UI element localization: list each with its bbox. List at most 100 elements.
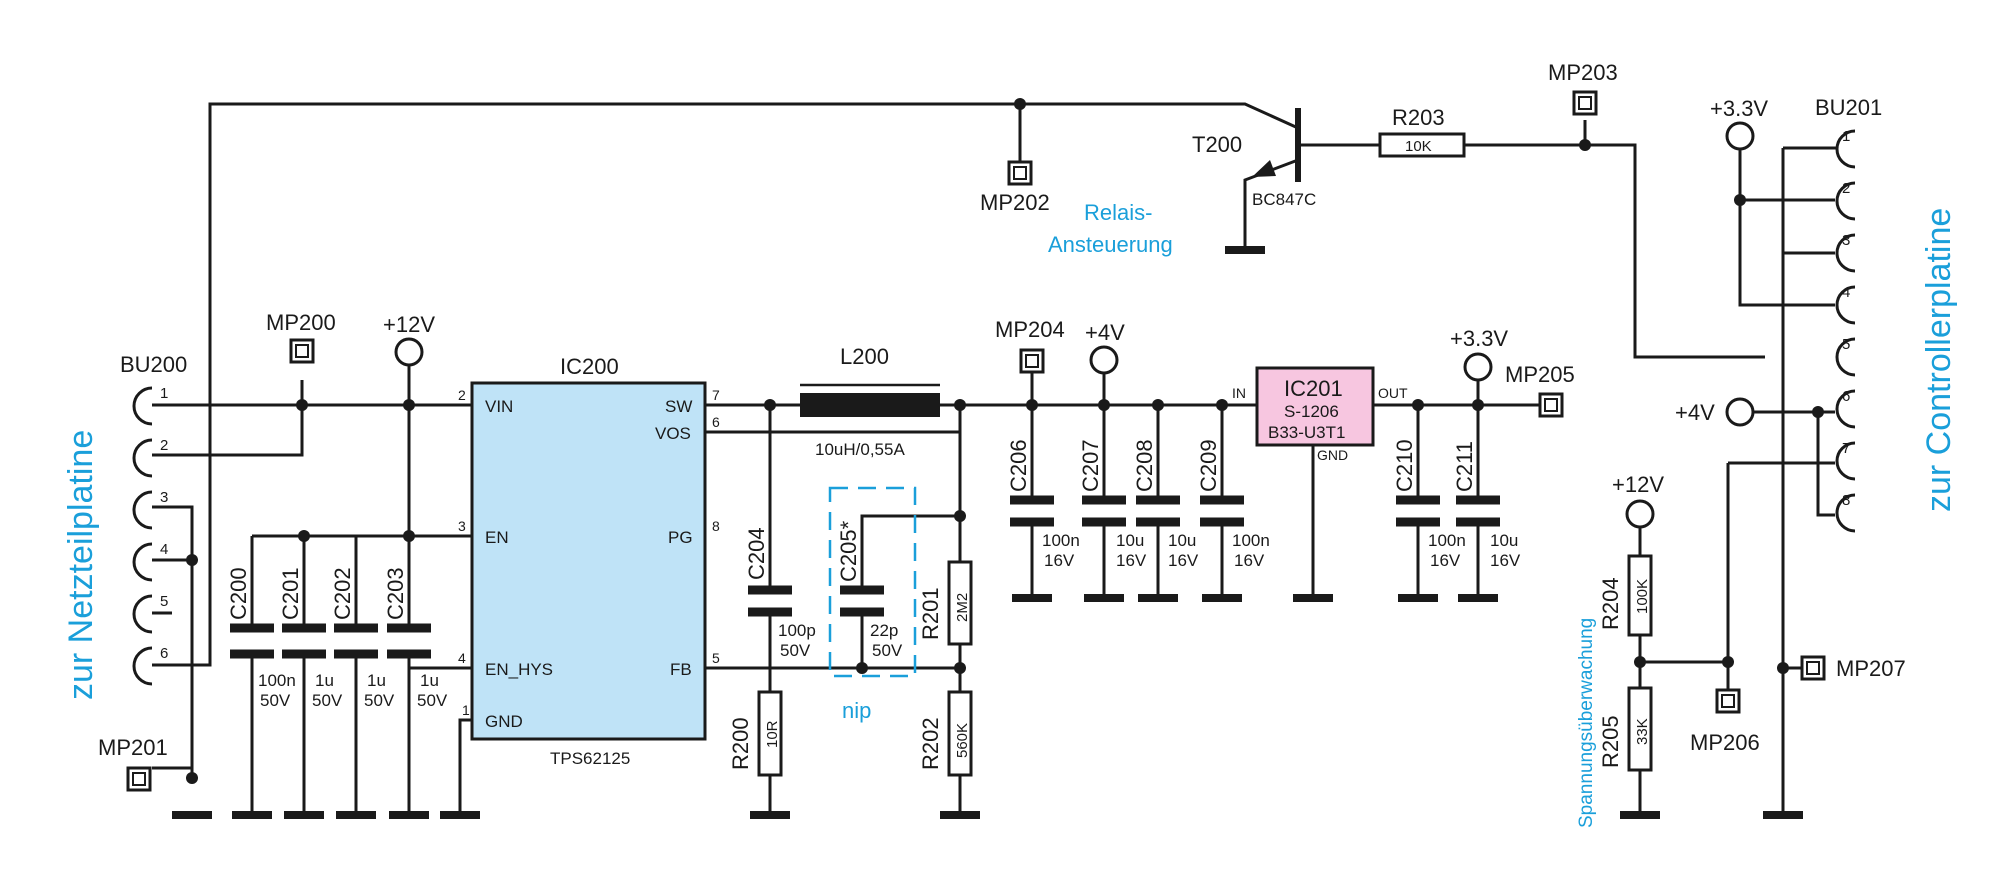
- ic200-name: IC200: [560, 354, 619, 379]
- r202-name: R202: [918, 717, 943, 770]
- rail-3v3-right: +3.3V: [1710, 96, 1768, 121]
- c209-voltage: 16V: [1234, 551, 1265, 570]
- r201-name: R201: [918, 587, 943, 640]
- rail-12v-left: +12V: [383, 312, 435, 337]
- rail-3v3-mid: +3.3V: [1450, 326, 1508, 351]
- ic201-body: [1255, 366, 1375, 447]
- inductor-body: [800, 393, 940, 417]
- bu200-pin-4: 4: [160, 541, 168, 558]
- tp-mp200: MP200: [266, 310, 336, 335]
- bu200-pin-1: 1: [160, 385, 168, 402]
- c208-voltage: 16V: [1168, 551, 1199, 570]
- c203-name: C203: [383, 567, 408, 620]
- c207-value: 10u: [1116, 531, 1144, 550]
- r203-name: R203: [1392, 105, 1445, 130]
- junctions: [186, 98, 1824, 784]
- ic200-pin-sw: SW: [665, 397, 692, 416]
- c203-voltage: 50V: [417, 691, 448, 710]
- bu201-pin-3: 3: [1842, 232, 1850, 249]
- c209-value: 100n: [1232, 531, 1270, 550]
- c210-value: 100n: [1428, 531, 1466, 550]
- resistor-bodies: [757, 132, 1653, 777]
- ground-symbols: [172, 246, 1803, 819]
- ic201-line2: S-1206: [1284, 402, 1339, 421]
- ic200-pinnum-sw: 7: [712, 387, 720, 403]
- bu200-pin-5: 5: [160, 593, 168, 610]
- relay-label-line1: Relais-: [1084, 200, 1152, 225]
- r200-value: 10R: [764, 720, 781, 748]
- tp-mp207: MP207: [1836, 656, 1906, 681]
- r204-value: 100K: [1634, 579, 1651, 614]
- bu200-pin-2: 2: [160, 437, 168, 454]
- bu201-pin-5: 5: [1842, 336, 1850, 353]
- nip-label: nip: [842, 698, 871, 723]
- relay-label-line2: Ansteuerung: [1048, 232, 1173, 257]
- r204-name: R204: [1598, 577, 1623, 630]
- ic200-pin-gnd: GND: [485, 712, 523, 731]
- c201-value: 1u: [315, 671, 334, 690]
- c200-voltage: 50V: [260, 691, 291, 710]
- rail-4v-mid: +4V: [1085, 320, 1125, 345]
- r201-value: 2M2: [954, 593, 971, 622]
- c207-name: C207: [1078, 439, 1103, 492]
- c200-name: C200: [226, 567, 251, 620]
- bu201-name: BU201: [1815, 95, 1882, 120]
- r203-value: 10K: [1405, 138, 1432, 155]
- c206-name: C206: [1006, 439, 1031, 492]
- r205-value: 33K: [1634, 718, 1651, 745]
- bu200-pin-6: 6: [160, 645, 168, 662]
- tp-mp201: MP201: [98, 735, 168, 760]
- c211-voltage: 16V: [1490, 551, 1521, 570]
- ic200-pin-vin: VIN: [485, 397, 513, 416]
- bu201-pin-4: 4: [1842, 284, 1850, 301]
- test-point-inner: [132, 96, 1820, 786]
- ic201-pin-gnd: GND: [1317, 447, 1348, 463]
- inductor-value: 10uH/0,55A: [815, 440, 905, 459]
- c211-value: 10u: [1490, 531, 1518, 550]
- bu201-pin-8: 8: [1842, 492, 1850, 509]
- c206-voltage: 16V: [1044, 551, 1075, 570]
- ic200-pin-vos: VOS: [655, 424, 691, 443]
- c211-name: C211: [1452, 441, 1477, 492]
- c201-voltage: 50V: [312, 691, 343, 710]
- bu201-pin-1: 1: [1842, 128, 1850, 145]
- ic200-pinnum-fb: 5: [712, 650, 720, 666]
- c210-voltage: 16V: [1430, 551, 1461, 570]
- rail-12v-right: +12V: [1612, 472, 1664, 497]
- bu201-pin-6: 6: [1842, 388, 1850, 405]
- c208-value: 10u: [1168, 531, 1196, 550]
- bu200-pin-3: 3: [160, 489, 168, 506]
- ic200-pin-pg: PG: [668, 528, 693, 547]
- c206-value: 100n: [1042, 531, 1080, 550]
- rail-circles: [394, 121, 1755, 529]
- c201-name: C201: [278, 567, 303, 620]
- tp-mp204: MP204: [995, 317, 1065, 342]
- c202-voltage: 50V: [364, 691, 395, 710]
- ic200-pinnum-vos: 6: [712, 414, 720, 430]
- c205-value: 22p: [870, 621, 898, 640]
- side-label-voltage-monitor: Spannungsüberwachung: [1576, 618, 1597, 828]
- bu200-name: BU200: [120, 352, 187, 377]
- ic200-pinnum-pg: 8: [712, 518, 720, 534]
- ic200-body: [470, 381, 707, 741]
- rail-4v-right: +4V: [1675, 400, 1715, 425]
- tp-mp205: MP205: [1505, 362, 1575, 387]
- bu201-connector: [1835, 129, 1856, 533]
- wires: [152, 102, 1835, 815]
- transistor-name: T200: [1192, 132, 1242, 157]
- ic200-part: TPS62125: [550, 749, 630, 768]
- c205-voltage: 50V: [872, 641, 903, 660]
- c202-name: C202: [330, 567, 355, 620]
- ic200-pin-fb: FB: [670, 660, 692, 679]
- c204-value: 100p: [778, 621, 816, 640]
- ic201-pin-in: IN: [1232, 385, 1246, 401]
- bu201-pin-7: 7: [1842, 440, 1850, 457]
- c209-name: C209: [1196, 439, 1221, 492]
- ic200-pin-en-hys: EN_HYS: [485, 660, 553, 679]
- bu201-pin-2: 2: [1842, 180, 1850, 197]
- c208-name: C208: [1132, 439, 1157, 492]
- ic201-pin-out: OUT: [1378, 385, 1408, 401]
- c210-name: C210: [1392, 439, 1417, 492]
- ic201-name: IC201: [1284, 376, 1343, 401]
